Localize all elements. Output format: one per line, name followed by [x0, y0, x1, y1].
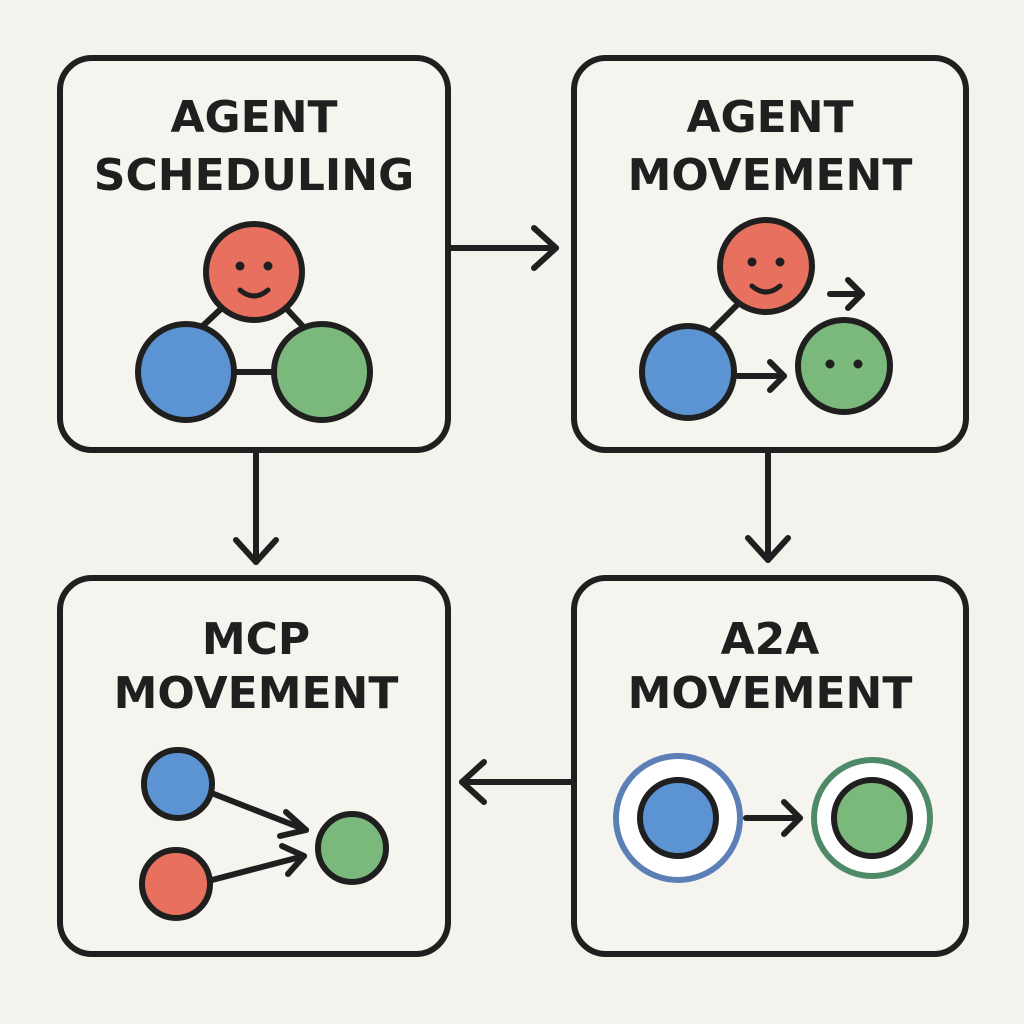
green-agent-ringed [811, 757, 933, 879]
blue-agent [135, 321, 237, 423]
smiley-face-icon [747, 257, 785, 295]
green-agent [271, 321, 373, 423]
panel-agent-movement: AGENT MOVEMENT [571, 55, 969, 453]
arrow-down-icon [745, 449, 791, 563]
arrow-down-icon [233, 449, 279, 565]
mcp-illustration [139, 747, 389, 921]
neutral-face-icon [825, 359, 863, 369]
blue-agent [141, 747, 215, 821]
connector-arrow-icon [209, 843, 307, 883]
agent-movement-illustration [639, 217, 893, 421]
panel-title-line2: MOVEMENT [628, 668, 913, 719]
panel-title-line2: SCHEDULING [94, 150, 414, 201]
movement-arrow-icon [743, 799, 803, 837]
panel-title-line1: AGENT [686, 92, 853, 143]
network-edge [709, 301, 741, 333]
red-agent [717, 217, 815, 315]
red-agent [139, 847, 213, 921]
panel-title-line1: A2A [721, 614, 820, 665]
movement-arrow-icon [827, 277, 865, 311]
blue-agent [639, 323, 737, 421]
green-agent [315, 811, 389, 885]
panel-title-line2: MOVEMENT [114, 668, 399, 719]
panel-mcp-movement: MCP MOVEMENT [57, 575, 451, 957]
a2a-illustration [613, 753, 933, 883]
panel-title-line1: MCP [202, 614, 310, 665]
connector-arrow-icon [211, 791, 309, 839]
panel-title-line2: MOVEMENT [628, 150, 913, 201]
red-agent [203, 221, 305, 323]
green-agent [795, 317, 893, 415]
panel-a2a-movement: A2A MOVEMENT [571, 575, 969, 957]
flow-arrows [233, 225, 791, 805]
panel-title-line1: AGENT [170, 92, 337, 143]
smiley-face-icon [235, 261, 273, 299]
panel-agent-scheduling: AGENT SCHEDULING [57, 55, 451, 453]
movement-arrow-icon [735, 359, 787, 393]
blue-agent-ringed [613, 753, 743, 883]
agent-triangle-network [135, 221, 373, 423]
arrow-right-icon [445, 225, 559, 271]
arrow-left-icon [459, 759, 577, 805]
